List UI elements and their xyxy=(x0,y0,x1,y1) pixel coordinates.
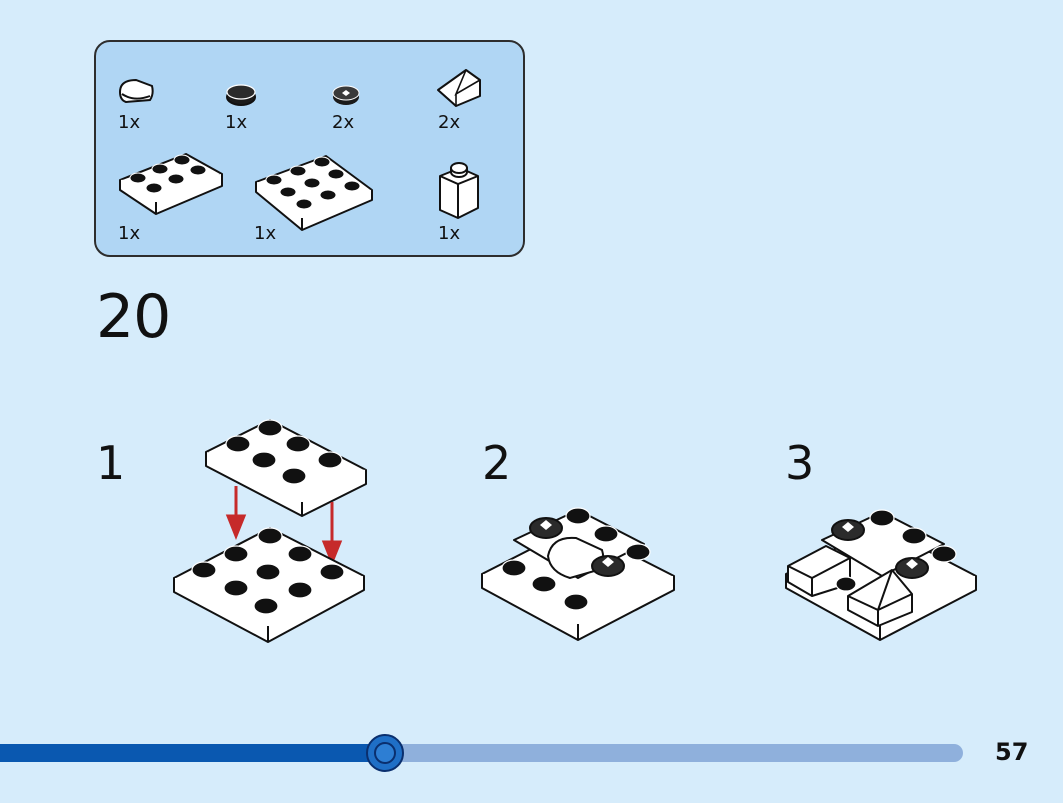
step-number: 20 xyxy=(96,282,171,352)
substep-number: 3 xyxy=(785,436,815,490)
part-qty: 1x xyxy=(118,112,141,133)
part-qty: 1x xyxy=(225,112,248,133)
substep-number: 1 xyxy=(96,436,126,490)
substep-2-illustration xyxy=(478,498,678,652)
part-qty: 2x xyxy=(332,112,355,133)
part-qty: 1x xyxy=(254,223,277,244)
round-stud-1x1-black-icon xyxy=(224,82,258,108)
part-qty: 1x xyxy=(118,223,141,244)
progress-knob xyxy=(366,734,404,772)
substep-1-illustration xyxy=(170,410,370,654)
part-qty: 1x xyxy=(438,223,461,244)
plate-2x3-white-icon xyxy=(116,150,226,222)
page-number: 57 xyxy=(995,738,1029,766)
slope-tile-white-icon xyxy=(436,66,484,108)
progress-fill xyxy=(0,744,385,762)
substep-3-illustration xyxy=(782,500,982,654)
round-tile-1x1-white-icon xyxy=(116,76,158,108)
part-qty: 2x xyxy=(438,112,461,133)
plate-3x3-white-icon xyxy=(252,152,378,234)
brick-1x1-white-icon xyxy=(436,160,482,220)
round-tile-1x1-printed-icon xyxy=(330,82,362,108)
substep-number: 2 xyxy=(482,436,512,490)
